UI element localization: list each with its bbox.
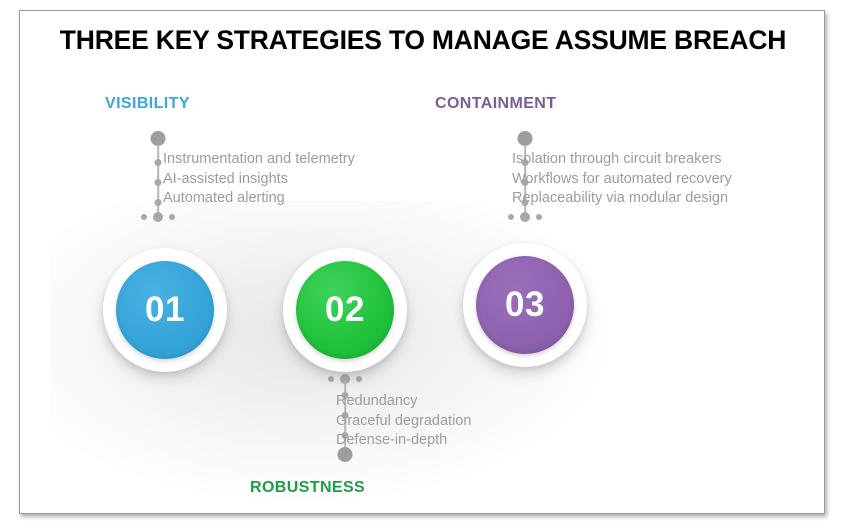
list-item: Defense-in-depth: [336, 432, 448, 448]
list-item: Graceful degradation: [336, 412, 472, 429]
connector-visibility: [138, 131, 178, 223]
badge-circle-02[interactable]: 02: [283, 248, 407, 372]
list-item: Replaceability via modular design: [512, 190, 729, 206]
list-item: Redundancy: [336, 393, 418, 409]
badge-circle-03[interactable]: 03: [463, 243, 587, 367]
list-item: Instrumentation and telemetry: [163, 151, 355, 167]
section-heading-robustness: ROBUSTNESS: [250, 479, 366, 496]
badge-number-02: 02: [296, 261, 394, 359]
connector-robustness: [325, 374, 365, 466]
list-item: AI-assisted insights: [163, 170, 288, 187]
bullet-list-robustness: Redundancy Graceful degradation Defense-…: [336, 392, 471, 451]
connector-containment: [505, 131, 545, 223]
list-item: Automated alerting: [163, 190, 285, 206]
badge-circle-01[interactable]: 01: [103, 248, 227, 372]
section-heading-containment: CONTAINMENT: [435, 95, 557, 112]
bullet-list-containment: Isolation through circuit breakers Workf…: [512, 150, 732, 209]
list-item: Workflows for automated recovery: [512, 170, 732, 187]
list-item: Isolation through circuit breakers: [512, 151, 722, 167]
page-title: THREE KEY STRATEGIES TO MANAGE ASSUME BR…: [59, 25, 787, 55]
section-heading-visibility: VISIBILITY: [105, 95, 190, 112]
slide-canvas: THREE KEY STRATEGIES TO MANAGE ASSUME BR…: [19, 10, 825, 514]
badge-number-01: 01: [116, 261, 214, 359]
bullet-list-visibility: Instrumentation and telemetry AI-assiste…: [163, 150, 355, 209]
badge-number-03: 03: [476, 256, 574, 354]
